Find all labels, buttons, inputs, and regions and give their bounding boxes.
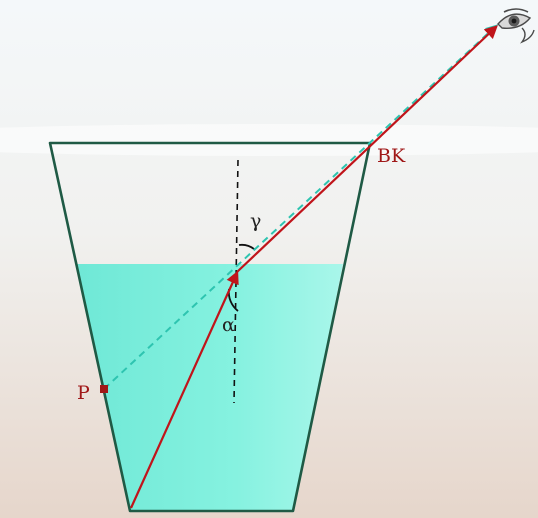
incidence-angle-label: α	[222, 314, 235, 336]
exit-point-label: BK	[377, 145, 406, 167]
water-fill	[77, 264, 343, 511]
object-point-label: P	[77, 382, 90, 404]
apparent-ray	[103, 24, 498, 390]
object-point-marker	[100, 385, 108, 393]
refraction-angle-arc	[238, 243, 255, 250]
refraction-angle-label: γ	[250, 210, 261, 232]
horizon-glow	[0, 124, 538, 156]
incident-ray	[129, 270, 239, 509]
refracted-ray	[236, 25, 498, 273]
eye-icon	[497, 8, 535, 44]
